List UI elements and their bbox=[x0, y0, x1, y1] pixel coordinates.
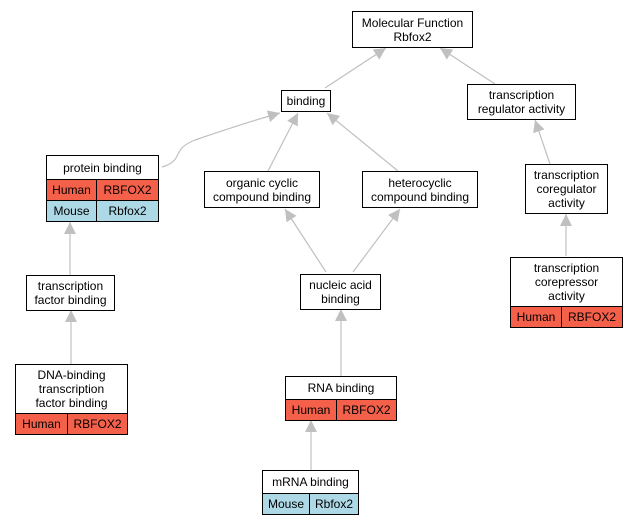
edge-heterocyclic-to-binding bbox=[326, 112, 399, 172]
node-title: organic cyclic compound binding bbox=[212, 175, 312, 204]
annotation-row-human: Human RBFOX2 bbox=[47, 179, 158, 200]
species-label: Human bbox=[16, 414, 68, 434]
gene-label: Rbfox2 bbox=[108, 204, 147, 218]
node-binding[interactable]: binding bbox=[281, 90, 331, 112]
annotation-row-human: Human RBFOX2 bbox=[511, 306, 622, 327]
gene-label: RBFOX2 bbox=[567, 310, 616, 324]
node-transcription-coregulator-activity[interactable]: transcription coregulator activity bbox=[525, 164, 608, 214]
annotation-row-human: Human RBFOX2 bbox=[16, 413, 127, 434]
annotation-row-mouse: Mouse Rbfox2 bbox=[263, 493, 358, 514]
edge-coregulator-to-regulator bbox=[533, 119, 551, 165]
node-organic-cyclic-compound-binding[interactable]: organic cyclic compound binding bbox=[204, 171, 320, 208]
gene-label: RBFOX2 bbox=[73, 417, 122, 431]
node-title: transcription regulator activity bbox=[477, 88, 566, 116]
edge-protein-binding-to-binding bbox=[161, 110, 281, 168]
node-transcription-factor-binding[interactable]: transcription factor binding bbox=[26, 275, 115, 311]
node-title: heterocyclic compound binding bbox=[370, 175, 470, 204]
node-heterocyclic-compound-binding[interactable]: heterocyclic compound binding bbox=[362, 171, 478, 208]
node-title: transcription factor binding bbox=[34, 279, 107, 307]
edge-organic-cyclic-to-binding bbox=[267, 112, 299, 172]
species-label: Mouse bbox=[47, 201, 97, 221]
node-title: transcription coregulator activity bbox=[533, 168, 600, 210]
annotation-row-human: Human RBFOX2 bbox=[286, 399, 396, 420]
node-title: mRNA binding bbox=[272, 475, 349, 489]
edge-regulator-to-molecular-function bbox=[439, 47, 496, 85]
gene-label: Rbfox2 bbox=[314, 497, 354, 511]
node-title: binding bbox=[286, 94, 326, 108]
species-label: Human bbox=[47, 180, 97, 200]
edge-binding-to-molecular-function bbox=[324, 47, 387, 89]
node-title: Molecular Function Rbfox2 bbox=[361, 15, 464, 44]
edge-nucleic-acid-to-heterocyclic bbox=[352, 208, 401, 273]
node-title: RNA binding bbox=[307, 381, 375, 395]
node-nucleic-acid-binding[interactable]: nucleic acid binding bbox=[300, 274, 381, 310]
node-rna-binding[interactable]: RNA binding Human RBFOX2 bbox=[285, 376, 397, 421]
node-mrna-binding[interactable]: mRNA binding Mouse Rbfox2 bbox=[262, 470, 359, 515]
node-title: transcription corepressor activity bbox=[533, 261, 600, 303]
node-dna-binding-transcription-factor-binding[interactable]: DNA-binding transcription factor binding… bbox=[15, 364, 128, 435]
edge-nucleic-acid-to-organic-cyclic bbox=[284, 208, 327, 273]
node-title: protein binding bbox=[63, 160, 142, 175]
species-label: Human bbox=[286, 400, 337, 420]
node-transcription-corepressor-activity[interactable]: transcription corepressor activity Human… bbox=[510, 257, 623, 328]
node-title: DNA-binding transcription factor binding bbox=[35, 368, 108, 410]
node-title: nucleic acid binding bbox=[309, 278, 372, 306]
node-molecular-function[interactable]: Molecular Function Rbfox2 bbox=[352, 11, 473, 48]
node-transcription-regulator-activity[interactable]: transcription regulator activity bbox=[467, 84, 576, 120]
annotation-row-mouse: Mouse Rbfox2 bbox=[47, 200, 158, 221]
species-label: Human bbox=[511, 307, 562, 327]
gene-label: RBFOX2 bbox=[103, 183, 152, 197]
species-label: Mouse bbox=[263, 494, 310, 514]
node-protein-binding[interactable]: protein binding Human RBFOX2 Mouse Rbfox… bbox=[46, 155, 159, 222]
gene-label: RBFOX2 bbox=[342, 403, 391, 417]
